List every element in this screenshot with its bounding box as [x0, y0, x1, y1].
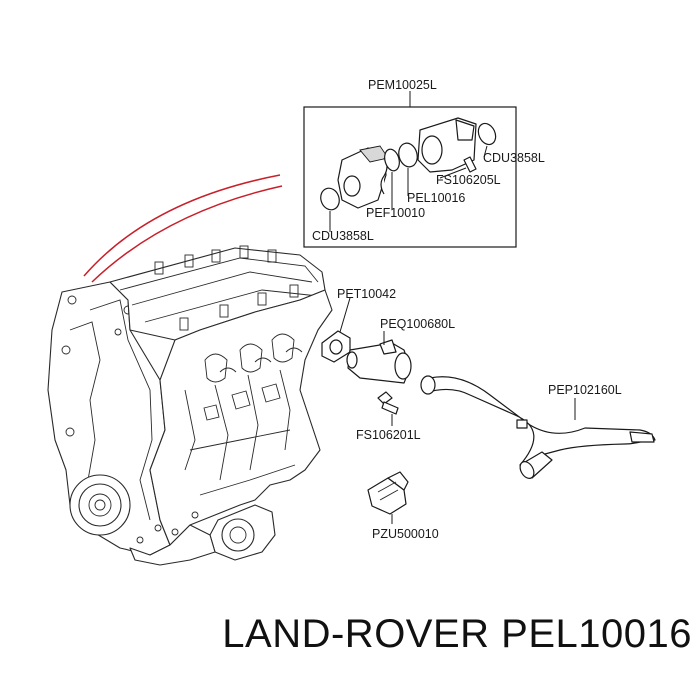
bolt-part [377, 391, 399, 415]
label-peq100680l: PEQ100680L [380, 317, 455, 331]
label-pel10016: PEL10016 [407, 191, 465, 205]
thermostat-housing-parts [320, 117, 497, 211]
part-labels: PEM10025L CDU3858L FS106205L PEL10016 PE… [312, 78, 622, 541]
gasket-part [321, 330, 351, 363]
highlight-line-upper [83, 174, 281, 277]
temperature-sensor-part [367, 471, 409, 515]
label-fs106205l: FS106205L [436, 173, 501, 187]
label-pet10042: PET10042 [337, 287, 396, 301]
label-pzu500010: PZU500010 [372, 527, 439, 541]
label-pef10010: PEF10010 [366, 206, 425, 220]
label-fs106201l: FS106201L [356, 428, 421, 442]
elbow-housing-part [346, 339, 412, 384]
label-pep102160l: PEP102160L [548, 383, 622, 397]
highlight-line-lower [91, 185, 283, 283]
highlight-lines [83, 174, 283, 283]
leader-lines-box [329, 145, 488, 232]
coolant-pipe-part [420, 375, 656, 479]
brand-part-number-caption: LAND-ROVER PEL10016 [222, 612, 692, 656]
engine-block-illustration [47, 245, 333, 566]
label-cdu3858l-bottom: CDU3858L [312, 229, 374, 243]
label-cdu3858l-top: CDU3858L [483, 151, 545, 165]
label-pem10025l: PEM10025L [368, 78, 437, 92]
